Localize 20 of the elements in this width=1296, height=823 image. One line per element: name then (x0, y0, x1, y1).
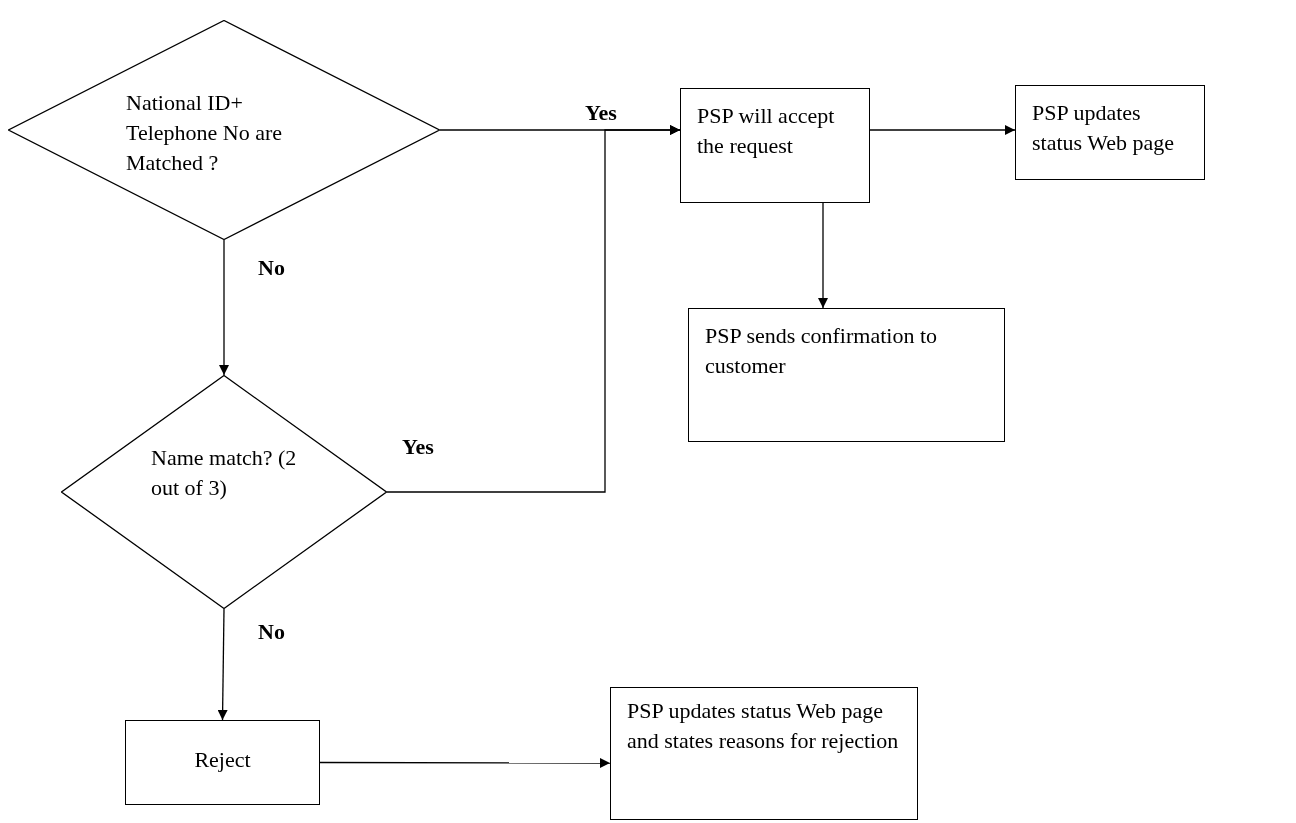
process-box (125, 720, 320, 805)
process-box (1015, 85, 1205, 180)
decision-diamond (61, 375, 387, 609)
process-box (680, 88, 870, 203)
arrow (319, 758, 611, 768)
node-text: PSP updates status Web page and states reasons for rejection (627, 697, 900, 755)
node-text: National ID+ Telephone No are Matched ? (126, 89, 284, 177)
arrow (818, 202, 828, 309)
process-box (688, 308, 1005, 442)
arrow (869, 125, 1016, 135)
node-text: PSP sends confirmation to customer (705, 322, 939, 380)
node-text: PSP will accept the request (697, 102, 836, 160)
arrow (217, 608, 228, 721)
arrow (386, 125, 681, 493)
decision-diamond (8, 20, 440, 240)
node-text: PSP updates status Web page (1032, 99, 1175, 157)
process-box (610, 687, 918, 820)
node-text: Reject (193, 746, 252, 774)
node-text: Name match? (2 out of 3) (151, 444, 297, 502)
arrow (219, 239, 229, 376)
